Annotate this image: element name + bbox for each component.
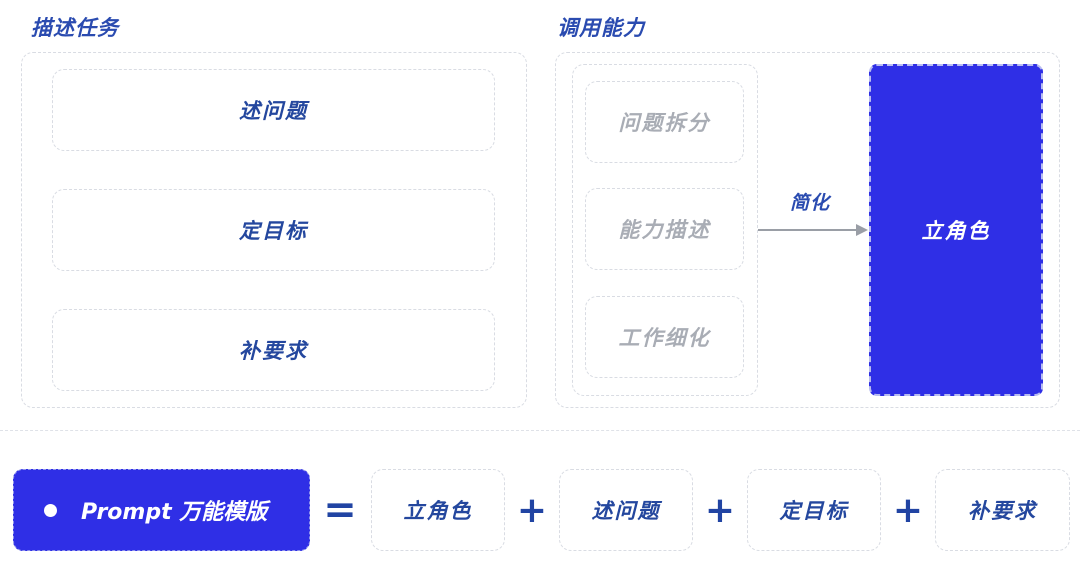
plus-sign-3: +: [892, 489, 924, 531]
plus-sign-2: +: [704, 489, 736, 531]
prompt-template-button[interactable]: Prompt 万能模版: [13, 469, 310, 551]
section-title-invoke-ability: 调用能力: [557, 16, 645, 40]
simplify-arrow-icon: [758, 224, 868, 236]
describe-task-item-problem: 述问题: [52, 69, 495, 151]
formula-term-problem: 述问题: [559, 469, 693, 551]
formula-term-requirements: 补要求: [935, 469, 1070, 551]
formula-term-role: 立角色: [371, 469, 505, 551]
equals-sign: =: [323, 487, 357, 533]
bullet-dot-icon: [44, 503, 57, 517]
describe-task-item-goal: 定目标: [52, 189, 495, 271]
plus-sign-1: +: [516, 489, 548, 531]
capability-ability-description: 能力描述: [585, 188, 744, 270]
simplify-label: 简化: [790, 192, 831, 214]
formula-term-goal: 定目标: [747, 469, 881, 551]
describe-task-item-requirements: 补要求: [52, 309, 495, 391]
role-box: 立角色: [869, 64, 1043, 396]
section-divider: [0, 430, 1080, 431]
capability-work-refinement: 工作细化: [585, 296, 744, 378]
section-title-describe-task: 描述任务: [31, 16, 119, 40]
capability-problem-breakdown: 问题拆分: [585, 81, 744, 163]
prompt-template-label: Prompt 万能模版: [81, 500, 268, 525]
